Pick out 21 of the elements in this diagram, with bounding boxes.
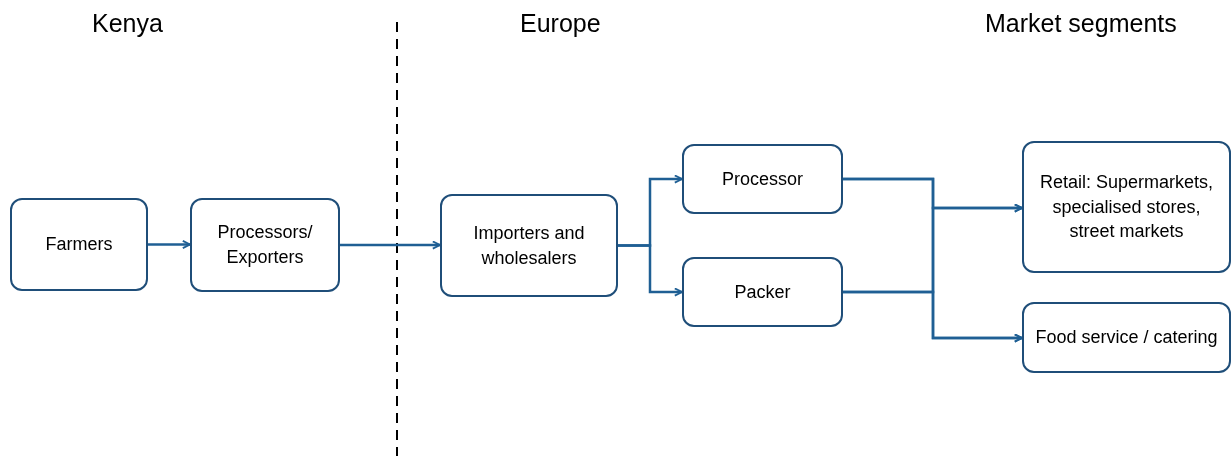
box-label: Processor xyxy=(722,167,803,191)
process-box xyxy=(440,194,618,297)
process-box xyxy=(190,198,340,292)
arrow xyxy=(618,244,683,297)
box-label: Food service / catering xyxy=(1035,326,1218,350)
box-label: Importers and wholesalers xyxy=(472,221,586,270)
region-heading: Market segments xyxy=(985,8,1177,39)
box-label: Farmers xyxy=(45,233,113,257)
arrow xyxy=(340,240,441,250)
arrow xyxy=(843,290,1023,343)
box-label: Packer xyxy=(734,280,791,304)
process-box xyxy=(1022,141,1231,273)
process-box xyxy=(682,257,843,327)
process-box xyxy=(10,198,148,291)
process-box xyxy=(682,144,843,214)
region-heading: Europe xyxy=(520,8,601,39)
arrow xyxy=(148,240,191,249)
process-box xyxy=(1022,302,1231,373)
region-heading: Kenya xyxy=(92,8,163,39)
box-label: Retail: Supermarkets, specialised stores, street markets xyxy=(1038,170,1215,244)
box-label: Processors/ Exporters xyxy=(216,221,314,269)
